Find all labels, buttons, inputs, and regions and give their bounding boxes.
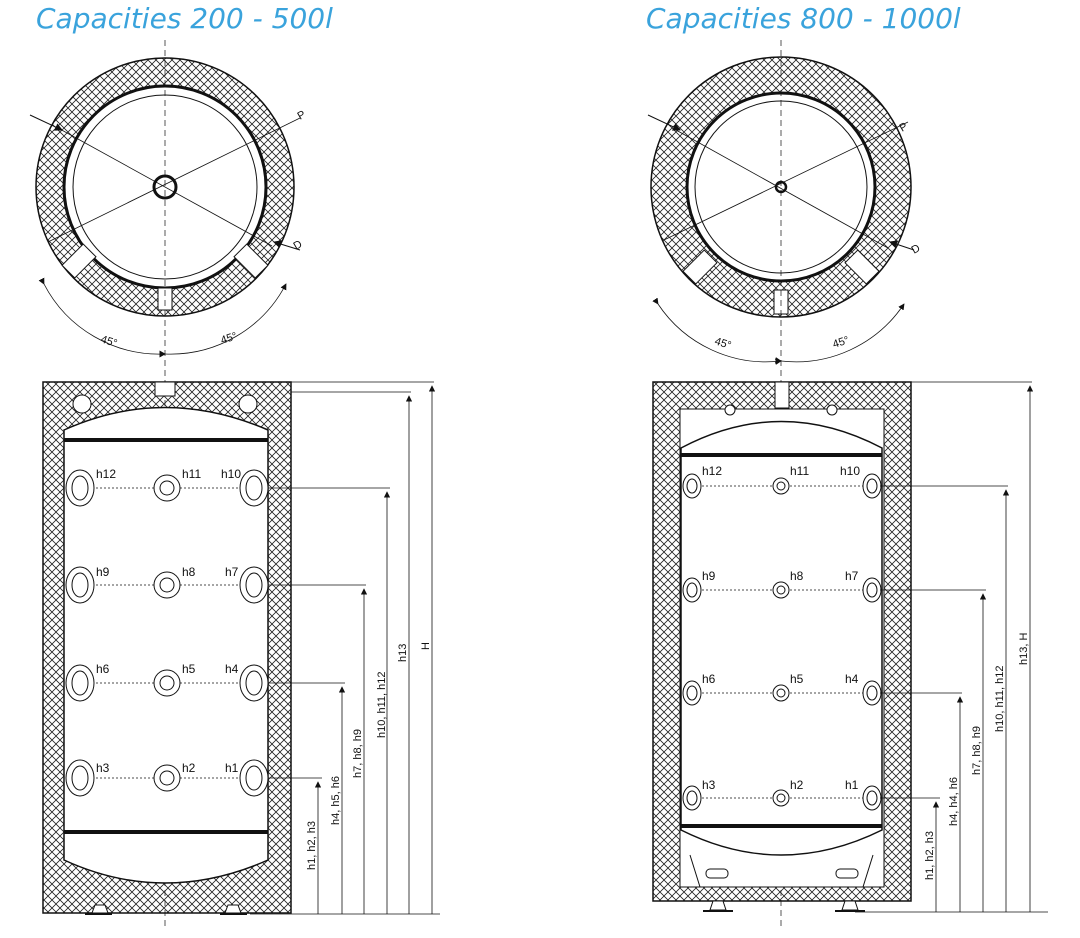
angle-label-left-a: 45° [99, 333, 119, 350]
label-h1-left: h1 [225, 761, 239, 775]
label-h4-left: h4 [225, 662, 239, 676]
d-label-left: D [292, 238, 305, 252]
dim-h4-h5-h6-left: h4, h5, h6 [330, 776, 342, 825]
heading-right: Capacities 800 - 1000l [646, 2, 961, 35]
label-h3-right: h3 [702, 778, 716, 792]
label-h5-right: h5 [790, 672, 804, 686]
label-h12-right: h12 [702, 464, 722, 478]
dimensions-right [855, 381, 1048, 913]
heading-left: Capacities 200 - 500l [36, 2, 333, 35]
label-h8-right: h8 [790, 569, 804, 583]
label-h5-left: h5 [182, 662, 196, 676]
dim-h1-h2-h3-right: h1, h2, h3 [924, 831, 936, 880]
label-h4-right: h4 [845, 672, 859, 686]
label-h8-left: h8 [182, 565, 196, 579]
angle-label-right-a: 45° [713, 335, 733, 352]
connections-left: h12 h11 h10 h9 h8 h7 h6 h5 h4 h3 h2 [65, 467, 269, 797]
label-h9-left: h9 [96, 565, 110, 579]
p-label-left: P [296, 109, 308, 123]
label-h11-right: h11 [790, 464, 809, 478]
angle-label-left-b: 45° [219, 330, 239, 347]
label-h3-left: h3 [96, 761, 110, 775]
dimensions-left [250, 381, 440, 915]
label-h2-left: h2 [182, 761, 196, 775]
dim-h4-h4-h6-right: h4, h4, h6 [948, 777, 960, 826]
label-h7-right: h7 [845, 569, 859, 583]
top-view-left: 45° 45° P D [29, 40, 308, 930]
label-h1-right: h1 [845, 778, 859, 792]
label-h2-right: h2 [790, 778, 804, 792]
top-view-right: 45° 45° P D [647, 40, 923, 930]
dim-h1-h2-h3-left: h1, h2, h3 [306, 821, 318, 870]
dim-h13-H-right: h13, H [1018, 633, 1030, 665]
dimension-labels-right: h1, h2, h3 h4, h4, h6 h7, h8, h9 h10, h1… [924, 633, 1030, 880]
dim-h10-h11-h12-right: h10, h11, h12 [994, 666, 1006, 732]
label-h11-left: h11 [182, 467, 201, 481]
dim-h7-h8-h9-left: h7, h8, h9 [352, 729, 364, 778]
side-view-left [42, 381, 292, 915]
dim-H-left: H [420, 642, 432, 650]
side-view-right [652, 381, 912, 912]
dim-h7-h8-h9-right: h7, h8, h9 [971, 726, 983, 775]
label-h6-left: h6 [96, 662, 110, 676]
label-h12-left: h12 [96, 467, 116, 481]
label-h9-right: h9 [702, 569, 716, 583]
label-h6-right: h6 [702, 672, 716, 686]
dim-h13-left: h13 [397, 644, 409, 662]
dimension-labels-left: h1, h2, h3 h4, h5, h6 h7, h8, h9 h10, h1… [306, 642, 432, 870]
label-h10-right: h10 [840, 464, 860, 478]
label-h7-left: h7 [225, 565, 239, 579]
d-label-right: D [910, 242, 923, 256]
dim-h10-h11-h12-left: h10, h11, h12 [376, 672, 388, 738]
label-h10-left: h10 [221, 467, 241, 481]
angle-label-right-b: 45° [831, 334, 851, 351]
connections-right: h12 h11 h10 h9 h8 h7 h6 h5 h4 h3 h2 h1 [682, 464, 882, 811]
